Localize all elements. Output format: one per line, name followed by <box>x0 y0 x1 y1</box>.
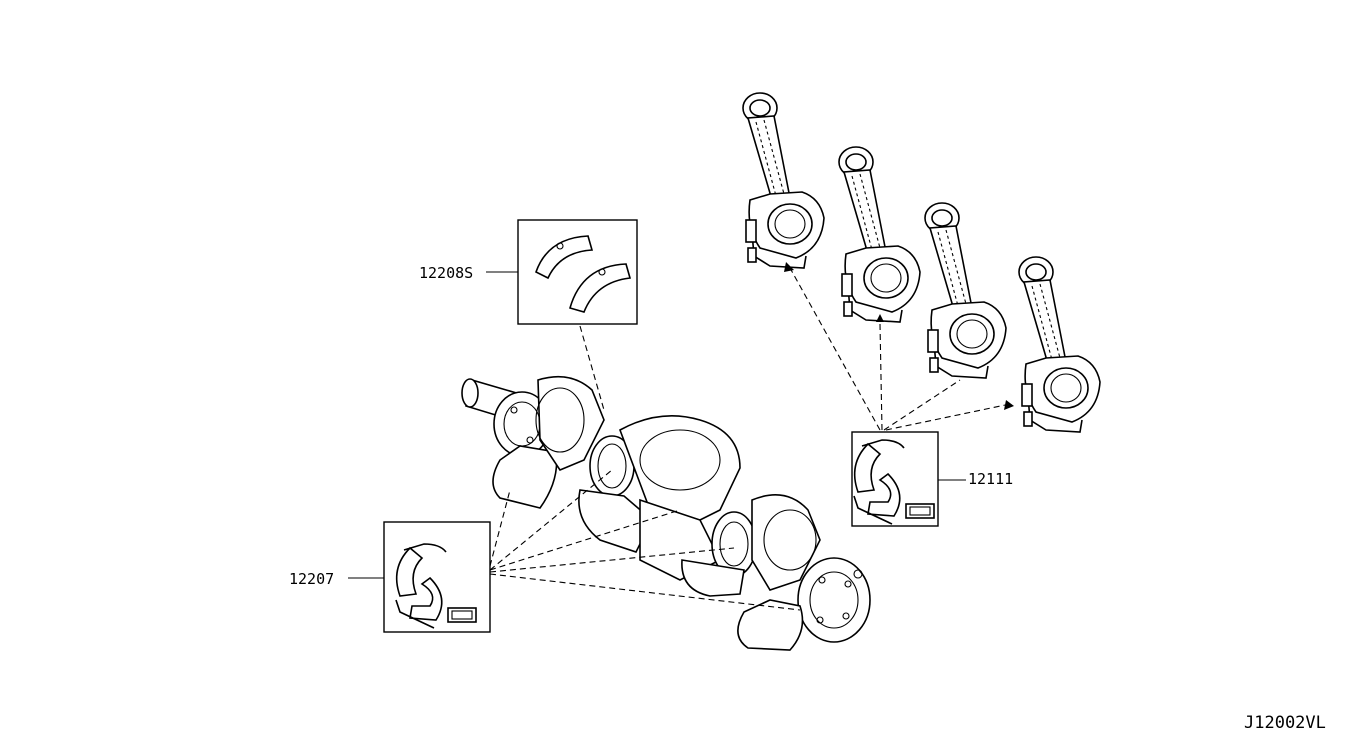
main-bearing-box <box>383 521 491 633</box>
connecting-rod-4 <box>1018 256 1101 433</box>
crankshaft <box>461 375 871 651</box>
main-bearing-part-number: 12207 <box>289 570 334 588</box>
reference-lines <box>489 267 1011 611</box>
connecting-rod-2 <box>838 146 921 323</box>
thrust-washer-box <box>517 219 638 325</box>
arrow-head <box>784 262 794 272</box>
arrow-head <box>876 314 884 322</box>
diagram-code: J12002VL <box>1244 713 1326 733</box>
connecting-rod-3 <box>924 202 1007 379</box>
rod-bearing-part-number: 12111 <box>968 470 1013 488</box>
thrust-washer-part-number: 12208S <box>419 264 473 282</box>
rod-bearing-box <box>851 431 939 527</box>
arrow-head <box>1004 400 1014 410</box>
connecting-rod-1 <box>742 92 825 269</box>
